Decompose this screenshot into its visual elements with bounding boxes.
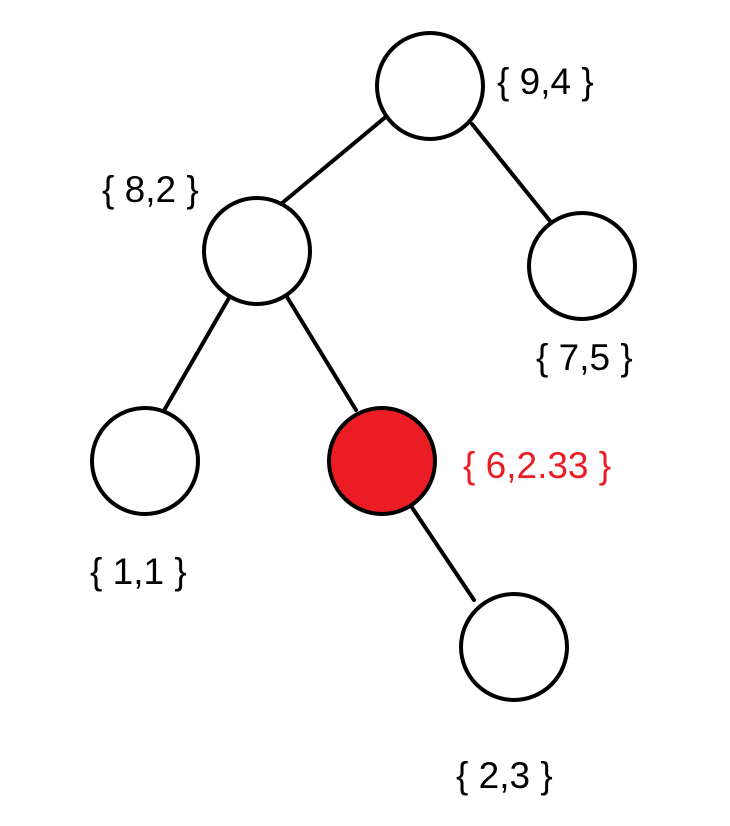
node-root xyxy=(375,31,485,141)
nodes xyxy=(90,31,637,702)
node-right xyxy=(527,211,637,321)
edge-root-right xyxy=(470,122,556,228)
node-left-left xyxy=(90,406,200,516)
labels: { 9,4 } { 8,2 } { 7,5 } { 1,1 } { 6,2.33… xyxy=(90,61,633,796)
label-right: { 7,5 } xyxy=(536,337,633,378)
label-left-right: { 6,2.33 } xyxy=(463,445,611,486)
edges xyxy=(160,113,556,602)
label-root: { 9,4 } xyxy=(497,61,594,102)
label-left-left: { 1,1 } xyxy=(90,551,187,592)
node-left-right xyxy=(327,406,437,516)
node-left xyxy=(202,196,312,306)
node-leaf xyxy=(459,592,569,702)
edge-root-left xyxy=(279,113,390,206)
label-leaf: { 2,3 } xyxy=(456,755,553,796)
label-left: { 8,2 } xyxy=(102,169,199,210)
edge-left-left-right xyxy=(285,295,358,412)
edge-left-right-leaf xyxy=(407,501,476,602)
edge-left-left-left xyxy=(160,289,235,416)
